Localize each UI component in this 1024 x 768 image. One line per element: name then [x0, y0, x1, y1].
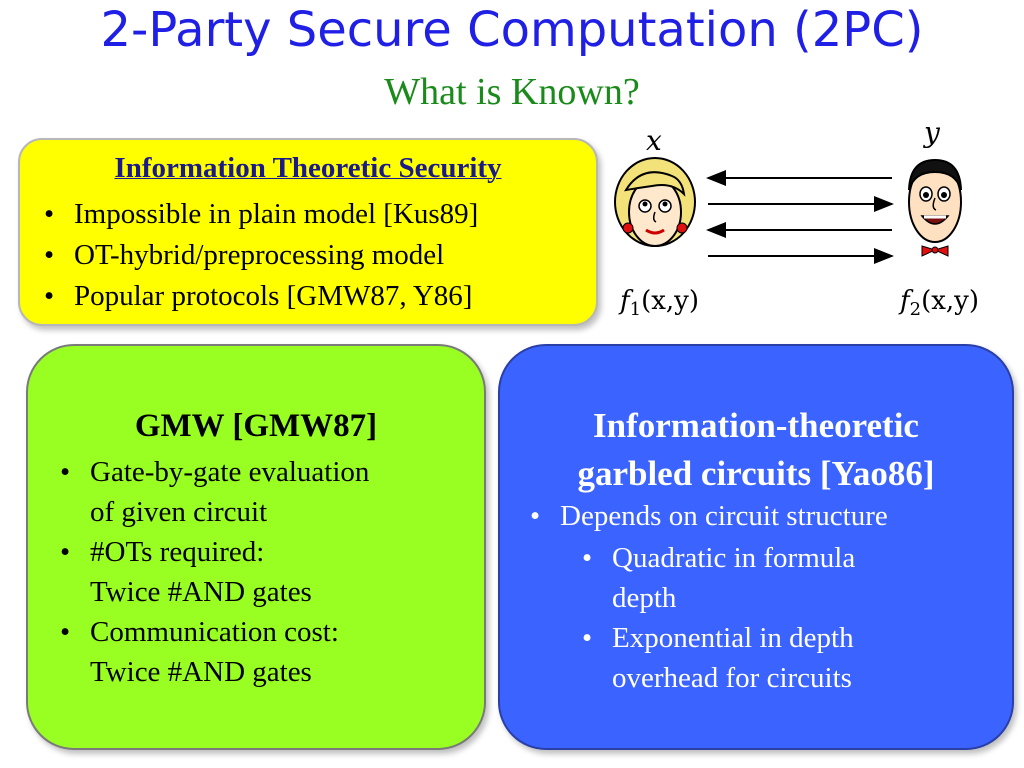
- list-item: OT-hybrid/preprocessing model: [36, 235, 478, 276]
- slide-title: 2-Party Secure Computation (2PC): [100, 2, 924, 58]
- left-input-label: x: [646, 124, 662, 157]
- list-item: Depends on circuit structure: [526, 496, 888, 536]
- info-box-heading: Information Theoretic Security: [114, 152, 502, 184]
- info-box-list: Impossible in plain model [Kus89] OT-hyb…: [36, 194, 478, 317]
- right-input-label: y: [924, 116, 940, 149]
- yao-list: Depends on circuit structure: [526, 496, 888, 536]
- gmw-heading: GMW [GMW87]: [134, 408, 378, 444]
- right-output-label: f2(x,y): [900, 286, 979, 321]
- list-item: #OTs required:Twice #AND gates: [56, 532, 369, 612]
- list-item: Impossible in plain model [Kus89]: [36, 194, 478, 235]
- info-theoretic-box: Information Theoretic Security Impossibl…: [18, 138, 598, 326]
- list-item: Popular protocols [GMW87, Y86]: [36, 276, 478, 317]
- left-output-label: f1(x,y): [620, 286, 699, 321]
- man-face-icon: [908, 158, 962, 257]
- woman-face-icon: [614, 157, 696, 247]
- slide-subtitle: What is Known?: [384, 71, 640, 113]
- list-item: Communication cost:Twice #AND gates: [56, 612, 369, 692]
- message-arrows: [706, 170, 894, 264]
